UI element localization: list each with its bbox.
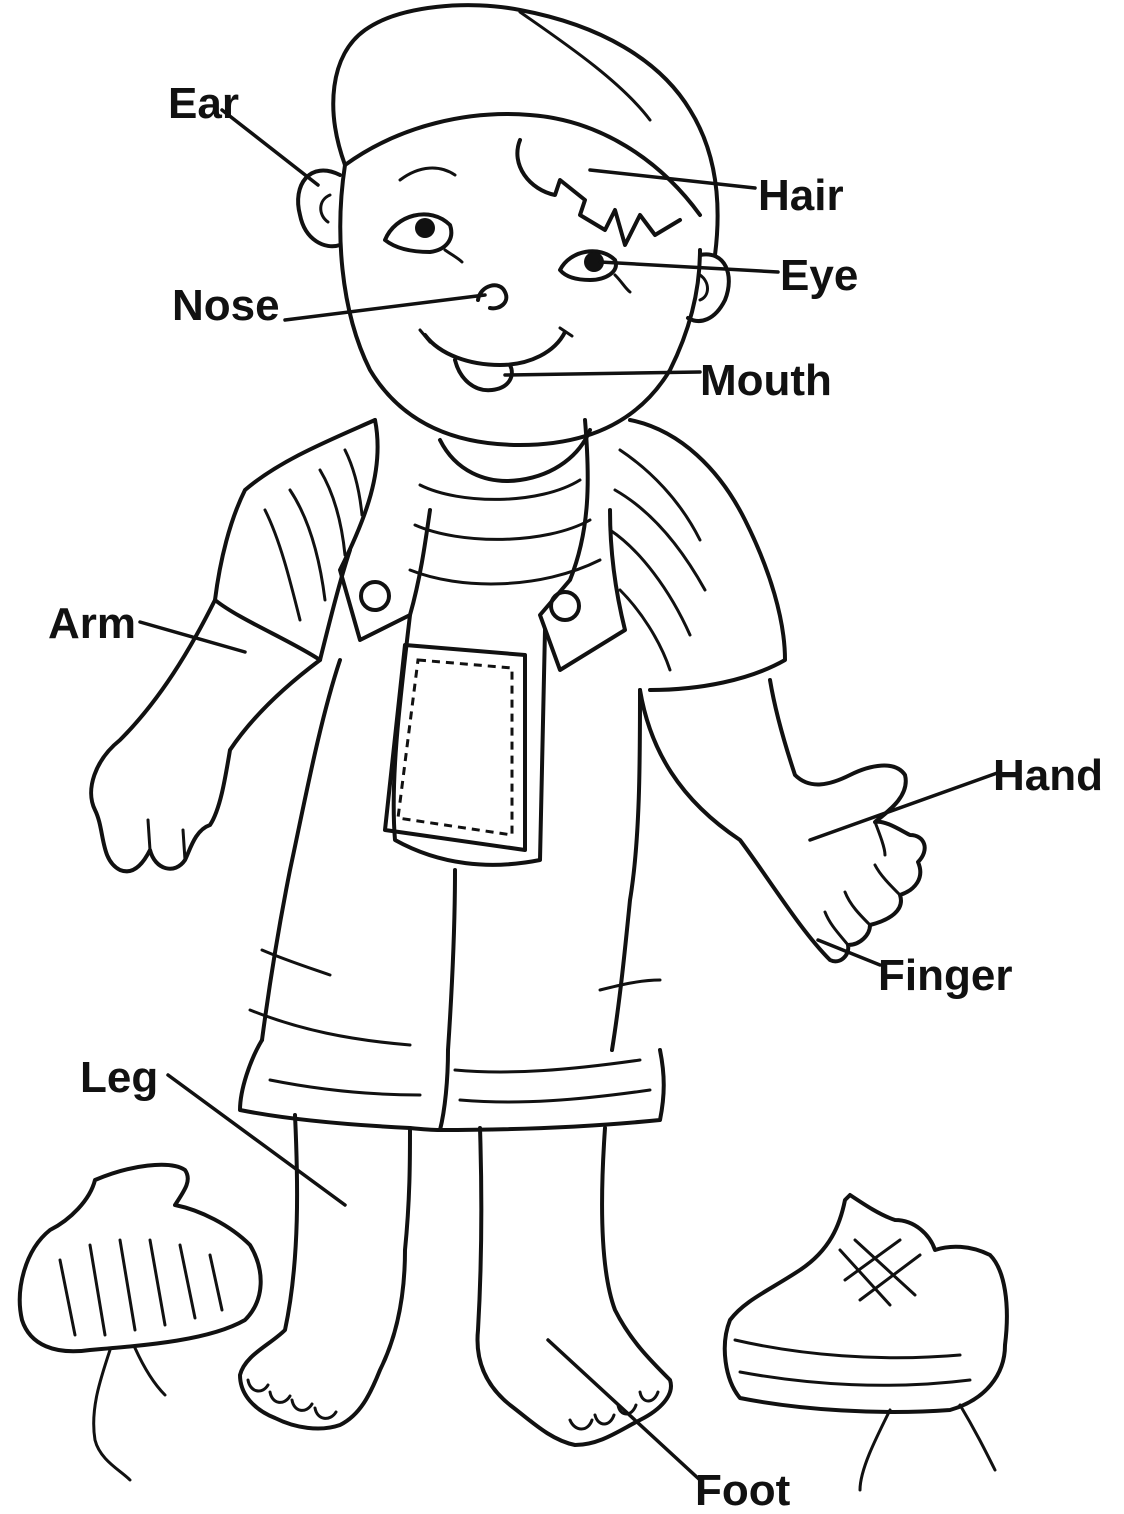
label-nose: Nose [172, 281, 280, 330]
cap [333, 5, 717, 255]
left-shoe [20, 1165, 261, 1480]
label-finger: Finger [878, 951, 1012, 1000]
label-hand: Hand [993, 751, 1103, 800]
head [298, 140, 729, 445]
left-pupil [415, 218, 435, 238]
eye-leader [600, 262, 778, 272]
right-button [551, 592, 579, 620]
shirt [215, 420, 785, 690]
label-mouth: Mouth [700, 356, 832, 405]
label-leg: Leg [80, 1053, 158, 1102]
label-hair: Hair [758, 171, 844, 220]
left-button [361, 582, 389, 610]
face [385, 168, 630, 390]
right-shoe [725, 1195, 1007, 1490]
label-arm: Arm [48, 599, 136, 648]
labels: Ear Hair Eye Nose Mouth Arm Hand Finger … [48, 79, 1103, 1514]
overalls [240, 420, 664, 1130]
label-eye: Eye [780, 251, 858, 300]
leg-leader [168, 1075, 345, 1205]
label-ear: Ear [168, 79, 239, 128]
foot-leader [548, 1340, 700, 1480]
label-foot: Foot [695, 1466, 791, 1514]
mouth-leader [505, 372, 700, 375]
nose-leader [285, 295, 485, 320]
arm-leader [140, 622, 245, 652]
